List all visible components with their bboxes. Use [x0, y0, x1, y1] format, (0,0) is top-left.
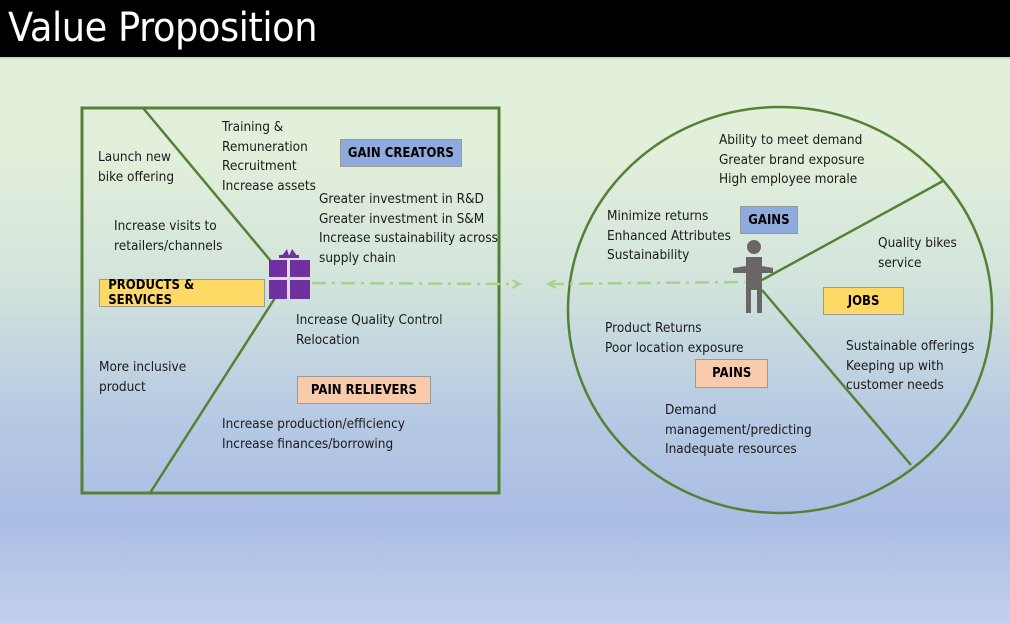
pain-relievers-items-1: Increase Quality Control Relocation — [296, 312, 443, 348]
products-services-item-visits: Increase visits to retailers/channels — [114, 218, 223, 254]
jobs-items-1: Quality bikes service — [878, 235, 957, 271]
gains-label: GAINS — [740, 206, 798, 234]
jobs-items-2: Sustainable offerings Keeping up with cu… — [846, 338, 975, 393]
person-icon — [733, 240, 773, 313]
pains-items-1: Product Returns Poor location exposure — [605, 320, 744, 356]
page-title: Value Proposition — [8, 5, 318, 51]
arrow-right-icon — [511, 279, 523, 289]
gain-creators-label: GAIN CREATORS — [340, 139, 462, 167]
value-map-divider-bottom — [148, 297, 277, 494]
gains-items-2: Minimize returns Enhanced Attributes Sus… — [607, 208, 731, 263]
customer-profile-divider-top — [761, 179, 944, 282]
gains-items-1: Ability to meet demand Greater brand exp… — [719, 132, 865, 187]
customer-profile-frame — [566, 105, 994, 515]
jobs-label: JOBS — [823, 287, 904, 315]
gain-creators-items-1: Training & Remuneration Recruitment Incr… — [222, 119, 316, 194]
products-services-item-launch: Launch new bike offering — [98, 149, 175, 185]
pains-items-2: Demand management/predicting Inadequate … — [665, 402, 812, 457]
fit-connector-right — [549, 280, 746, 286]
pains-label: PAINS — [695, 359, 768, 388]
title-bar: Value Proposition — [0, 0, 1010, 59]
value-map-divider-top — [142, 107, 276, 267]
fit-connector-left — [311, 281, 519, 286]
gain-creators-items-2: Greater investment in R&D Greater invest… — [319, 191, 498, 266]
pain-relievers-items-2: Increase production/efficiency Increase … — [222, 416, 405, 452]
products-services-item-inclusive: More inclusive product — [99, 359, 187, 395]
gift-icon — [269, 249, 310, 299]
arrow-left-icon — [545, 279, 557, 289]
customer-profile-divider-bottom — [761, 289, 912, 466]
products-services-label: PRODUCTS & SERVICES — [99, 278, 265, 308]
value-map-frame — [80, 106, 501, 495]
pain-relievers-label: PAIN RELIEVERS — [297, 376, 431, 404]
